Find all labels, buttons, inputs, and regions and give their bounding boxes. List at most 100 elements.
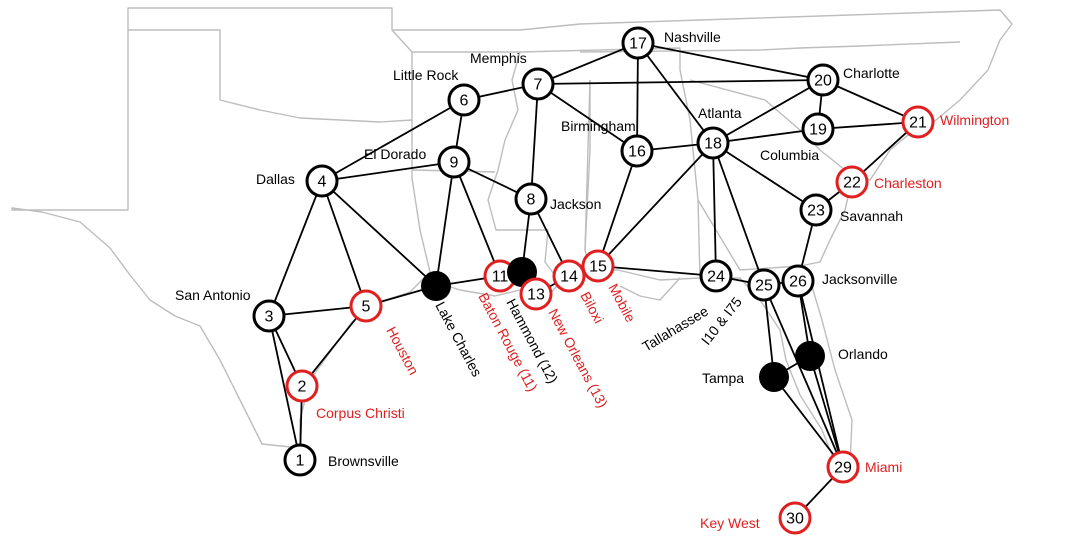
node-number: 16 xyxy=(628,144,646,161)
edge-17-18 xyxy=(637,42,714,144)
node-circle xyxy=(521,67,555,101)
label-columbia: Columbia xyxy=(760,147,819,163)
node-circle xyxy=(305,164,339,198)
label-san-antonio: San Antonio xyxy=(175,287,251,303)
edge-26-29 xyxy=(797,280,844,468)
node-number: 17 xyxy=(629,36,647,53)
node-circle xyxy=(552,259,586,293)
node-number: 3 xyxy=(265,309,274,326)
node-4: 4 xyxy=(305,164,339,198)
edge-7-8 xyxy=(530,83,539,200)
node-number: 14 xyxy=(560,269,578,286)
node-17: 17 xyxy=(621,26,655,60)
node-circle xyxy=(826,450,860,484)
node-18: 18 xyxy=(696,126,730,160)
node-circle xyxy=(620,134,654,168)
node-26: 26 xyxy=(781,264,815,298)
node-circle xyxy=(799,193,833,227)
node-circle xyxy=(283,443,317,477)
node-dot xyxy=(795,341,825,371)
edge-16-17 xyxy=(636,42,639,152)
label-lake-charles: Lake Charles xyxy=(432,299,485,379)
node-circle xyxy=(621,26,655,60)
node-6: 6 xyxy=(447,83,481,117)
label-houston: Houston xyxy=(383,324,422,378)
node-7: 7 xyxy=(521,67,555,101)
node-circle xyxy=(781,264,815,298)
node-number: 24 xyxy=(707,269,725,286)
edge-1-3 xyxy=(268,315,301,461)
node-number: 8 xyxy=(527,192,536,209)
node-circle xyxy=(447,83,481,117)
edge-15-24 xyxy=(597,265,717,277)
label-key-west: Key West xyxy=(700,515,760,531)
label-wilmington: Wilmington xyxy=(940,112,1009,128)
edge-15-18 xyxy=(597,142,714,267)
node-1: 1 xyxy=(283,443,317,477)
node-8: 8 xyxy=(514,182,548,216)
node-circle xyxy=(806,63,840,97)
node-number: 9 xyxy=(450,155,459,172)
node-circle xyxy=(514,182,548,216)
label-birmingham: Birmingham xyxy=(561,118,636,134)
edge-7-16 xyxy=(537,83,638,152)
node-number: 13 xyxy=(527,287,545,304)
edge-4-9 xyxy=(321,161,455,182)
label-tallahassee: Tallahassee xyxy=(639,303,711,355)
label-mobile: Mobile xyxy=(605,281,639,325)
node-number: 11 xyxy=(492,269,509,286)
node-circle xyxy=(696,126,730,160)
node-2: 2 xyxy=(285,369,319,403)
node-circle xyxy=(835,165,869,199)
label-savannah: Savannah xyxy=(840,208,903,224)
label-i10-i75: I10 & I75 xyxy=(698,294,745,348)
edge-7-17 xyxy=(537,42,639,85)
node-circle xyxy=(349,289,383,323)
node-orl xyxy=(795,341,825,371)
node-circle xyxy=(581,249,615,283)
node-21: 21 xyxy=(901,105,935,139)
label-charleston: Charleston xyxy=(874,175,942,191)
node-circle xyxy=(285,369,319,403)
node-number: 30 xyxy=(786,511,804,528)
edge-18-25 xyxy=(712,142,765,286)
node-number: 18 xyxy=(704,136,722,153)
edge-25-29 xyxy=(763,284,844,468)
node-3: 3 xyxy=(252,299,286,333)
node-24: 24 xyxy=(699,259,733,293)
edge-TAM-29 xyxy=(773,376,844,468)
edge-7-20 xyxy=(537,79,824,85)
node-circle xyxy=(801,112,835,146)
edge-18-20 xyxy=(712,79,824,144)
node-number: 4 xyxy=(318,174,327,191)
node-number: 2 xyxy=(298,379,307,396)
label-jacksonville: Jacksonville xyxy=(822,271,898,287)
label-little-rock: Little Rock xyxy=(393,67,459,83)
edge-18-19 xyxy=(712,128,819,144)
label-nashville: Nashville xyxy=(664,29,721,45)
node-lc xyxy=(421,271,451,301)
label-tampa: Tampa xyxy=(702,370,744,386)
node-22: 22 xyxy=(835,165,869,199)
node-number: 19 xyxy=(809,122,827,139)
node-dot xyxy=(421,271,451,301)
node-number: 6 xyxy=(460,93,469,110)
node-number: 7 xyxy=(534,77,543,94)
node-5: 5 xyxy=(349,289,383,323)
edge-4-LC xyxy=(321,180,437,287)
edge-9-11 xyxy=(453,161,501,277)
node-29: 29 xyxy=(826,450,860,484)
node-number: 29 xyxy=(834,460,852,477)
label-el-dorado: El Dorado xyxy=(364,146,426,162)
label-biloxi: Biloxi xyxy=(577,289,607,326)
node-number: 22 xyxy=(843,175,861,192)
edge-20-21 xyxy=(822,79,919,123)
node-14: 14 xyxy=(552,259,586,293)
node-number: 21 xyxy=(909,115,927,132)
node-15: 15 xyxy=(581,249,615,283)
node-number: 5 xyxy=(362,299,371,316)
node-19: 19 xyxy=(801,112,835,146)
node-25: 25 xyxy=(747,268,781,302)
